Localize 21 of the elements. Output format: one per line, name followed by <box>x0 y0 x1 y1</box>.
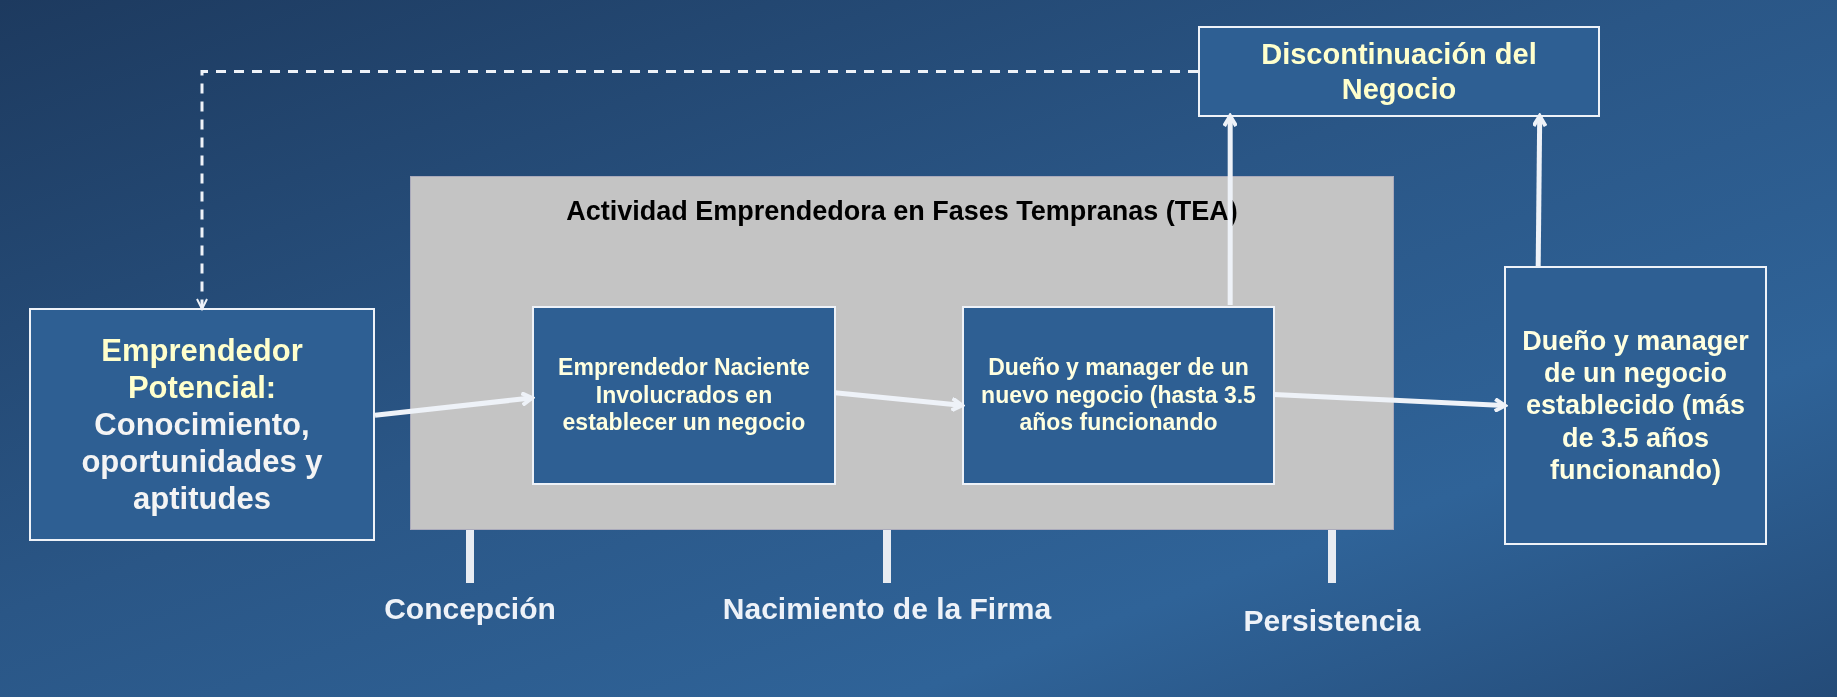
box-title: Discontinuación del Negocio <box>1260 36 1538 107</box>
phase-group-panel <box>410 176 1394 530</box>
box-title: Emprendedor Naciente Involucrados en establecer un negocio <box>557 354 811 437</box>
phase-label: Nacimiento de la Firma <box>721 591 1053 627</box>
process-box <box>29 308 375 541</box>
dashed-arrow <box>196 70 1198 310</box>
phase-label: Persistencia <box>1242 603 1422 639</box>
process-box <box>962 306 1275 485</box>
arrow <box>834 390 964 413</box>
box-text: Conocimiento, oportunidades y aptitudes <box>80 405 324 518</box>
process-box <box>1504 266 1767 545</box>
arrow <box>1531 114 1548 267</box>
arrow <box>1273 392 1507 414</box>
process-box <box>1198 26 1600 117</box>
box-title: Dueño y manager de un nuevo negocio (hasta 3.5 años funcionando <box>980 354 1257 437</box>
process-box <box>532 306 836 485</box>
arrow <box>1222 114 1239 305</box>
phase-label: Concepción <box>383 591 557 627</box>
box-title: Dueño y manager de un negocio establecido (más de 3.5 años funcionando) <box>1521 324 1750 487</box>
box-title: Actividad Emprendedora en Fases Tempranas (TEA) <box>566 195 1238 228</box>
box-title: Emprendedor Potencial: <box>100 331 304 406</box>
